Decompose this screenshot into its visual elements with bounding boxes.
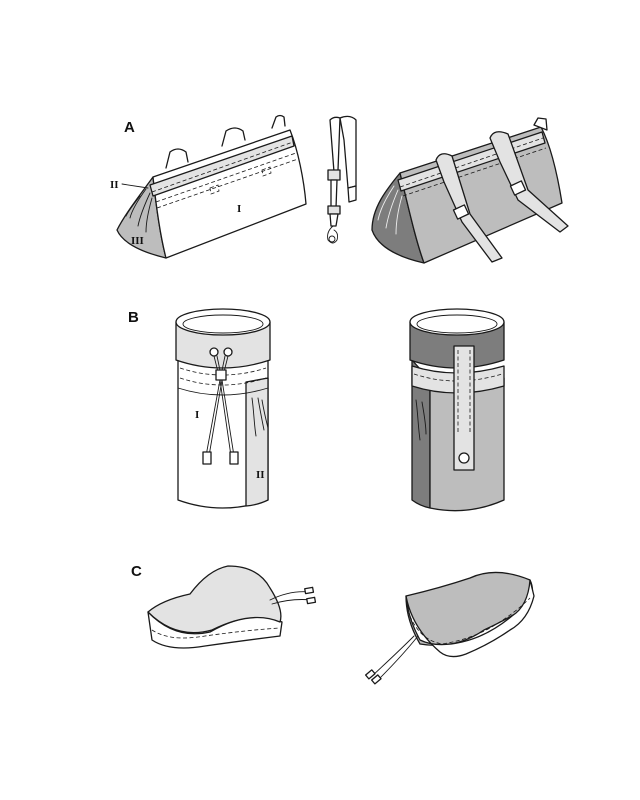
strap-buckle [327, 169, 341, 181]
saddle-cover-back-top [405, 571, 534, 647]
frame-bag-side-panel [152, 129, 307, 259]
cylinder-bag-back-grommet [458, 452, 470, 464]
strap-band-left [329, 116, 341, 173]
cylinder-bag-label-I: I [195, 409, 199, 421]
frame-bag-back-tab [533, 117, 548, 131]
frame-bag-label-II: II [110, 179, 119, 191]
strap-band-right [339, 115, 357, 189]
drawstring-end-right [229, 451, 239, 465]
section-a-label: A [124, 119, 135, 136]
saddle-back-drawstring-end-1 [365, 669, 376, 680]
frame-bag-label-III: III [131, 235, 144, 247]
drawstring-end-left [202, 451, 212, 465]
saddle-drawstring-end-2 [306, 596, 317, 605]
drawstring-eyelet-left [209, 347, 219, 357]
cylinder-bag-back-opening [409, 308, 505, 336]
saddle-cover-back-side [405, 579, 535, 658]
back-strap-left [435, 153, 503, 263]
drawstring-toggle [215, 369, 227, 381]
back-strap-right [489, 131, 569, 233]
cylinder-bag-front: I II [175, 308, 271, 509]
saddle-cover-front [147, 565, 317, 649]
frame-bag-top-strip [149, 135, 295, 197]
frame-bag-loop-left [165, 148, 189, 169]
saddle-drawstring-end-1 [304, 586, 315, 595]
frame-bag-loop-right [221, 127, 246, 147]
saddle-cover-side [147, 611, 283, 649]
cylinder-bag-opening [175, 308, 271, 336]
back-strap-buckle-left [452, 204, 470, 220]
frame-bag-back [371, 117, 569, 264]
cylinder-bag-back [409, 308, 505, 512]
saddle-cover-back [365, 571, 535, 685]
saddle-back-drawstring-end-2 [371, 674, 382, 685]
cylinder-bag-side-panel [245, 377, 269, 507]
saddle-cover-top [147, 565, 282, 634]
frame-bag-label-I: I [237, 203, 241, 215]
strap-slider [327, 205, 341, 215]
cylinder-bag-label-II: II [256, 469, 265, 481]
cylinder-bag-back-strap [453, 345, 475, 471]
section-c-label: C [131, 563, 142, 580]
drawstring-eyelet-right [223, 347, 233, 357]
section-b-label: B [128, 309, 139, 326]
frame-bag-tab [271, 114, 286, 129]
back-strap-buckle-right [509, 180, 527, 196]
shoulder-strap [327, 115, 357, 244]
frame-bag-front: II I III [110, 114, 307, 259]
